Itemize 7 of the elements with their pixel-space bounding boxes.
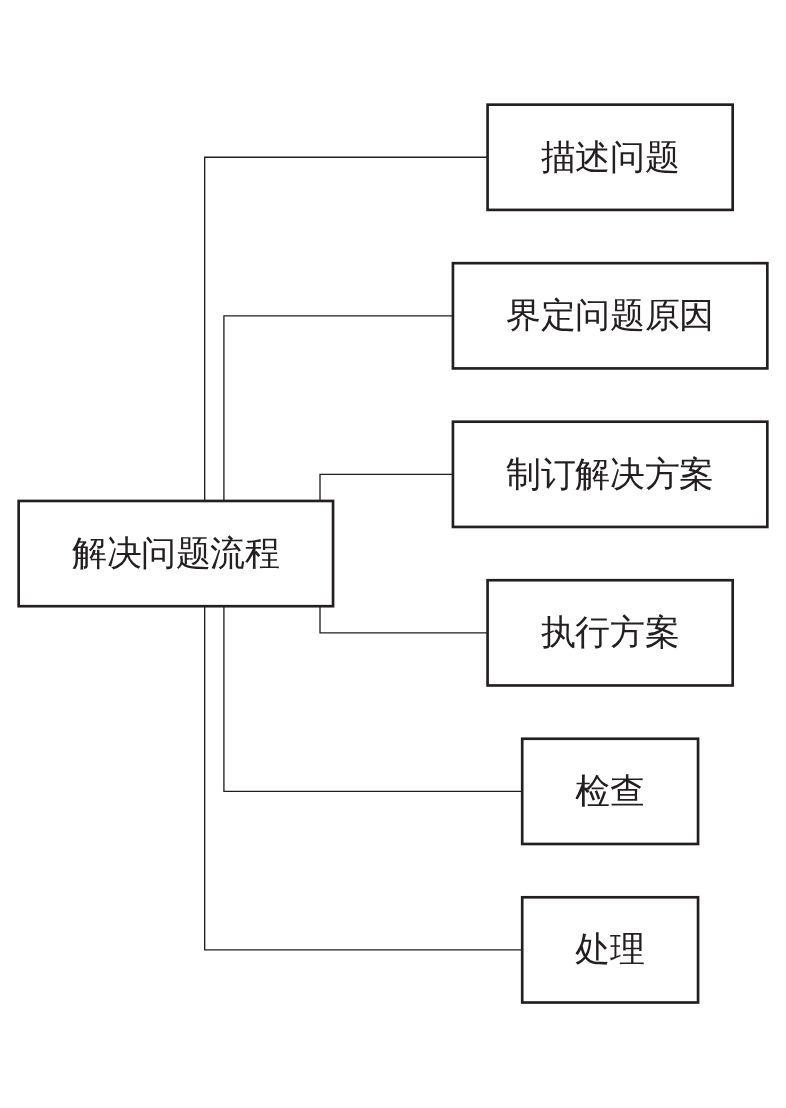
node-box: 执行方案 bbox=[486, 579, 735, 688]
node-box: 处理 bbox=[520, 896, 700, 1005]
node-box: 界定问题原因 bbox=[451, 262, 769, 371]
node-box: 检查 bbox=[520, 737, 700, 846]
node-box: 描述问题 bbox=[486, 103, 735, 212]
node-box: 解决问题流程 bbox=[17, 500, 335, 608]
node-box: 制订解决方案 bbox=[451, 420, 769, 529]
